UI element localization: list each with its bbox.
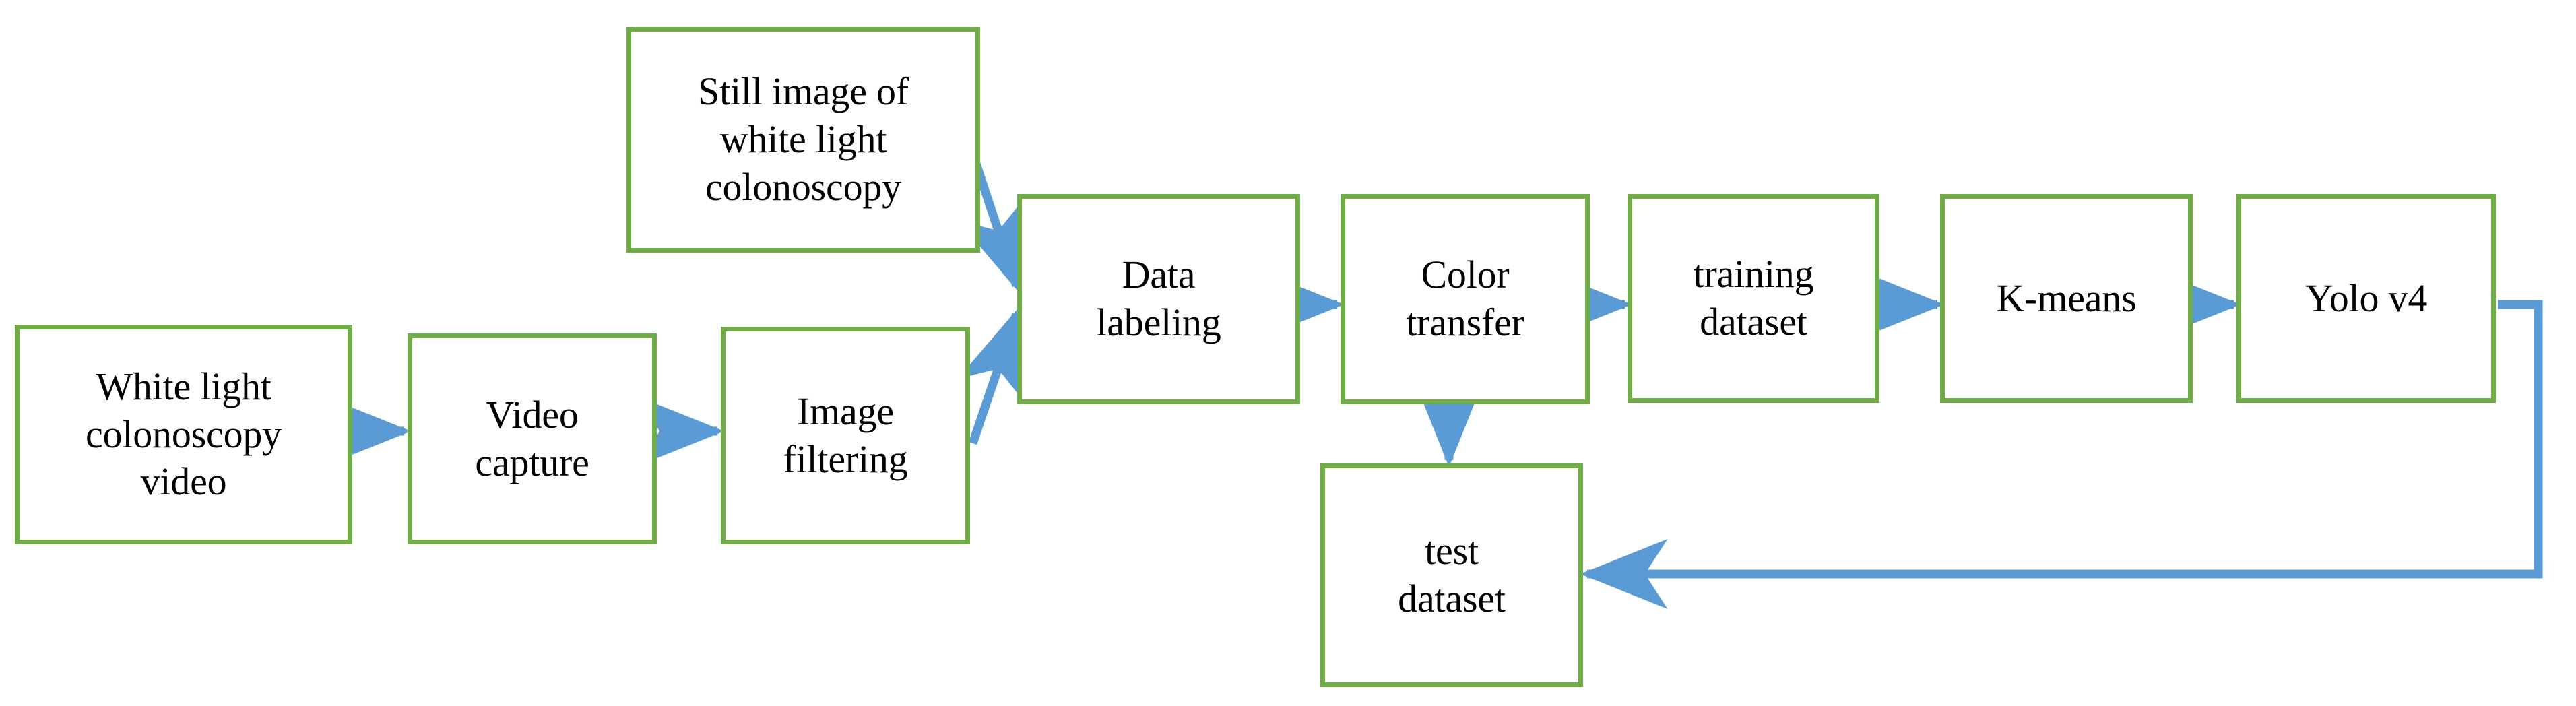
node-label-data-labeling: Data labeling <box>1096 253 1221 344</box>
node-label-k-means: K-means <box>1996 276 2137 320</box>
node-label-test-dataset: test dataset <box>1398 529 1506 620</box>
node-label-image-filtering: Image filtering <box>783 389 908 481</box>
node-label-still-image-of-white-light-colonoscopy: Still image of white light colonoscopy <box>698 69 909 209</box>
node-video-capture[interactable]: Video capture <box>408 333 657 544</box>
node-label-white-light-colonoscopy-video: White light colonoscopy video <box>86 364 282 504</box>
node-label-yolo-v4: Yolo v4 <box>2305 276 2428 320</box>
node-k-means[interactable]: K-means <box>1940 194 2193 403</box>
edge-filtering-to-labeling <box>957 307 1024 445</box>
node-label-training-dataset: training dataset <box>1693 252 1814 344</box>
node-color-transfer[interactable]: Color transfer <box>1341 194 1590 404</box>
node-training-dataset[interactable]: training dataset <box>1628 194 1879 403</box>
node-yolo-v4[interactable]: Yolo v4 <box>2236 194 2496 403</box>
node-white-light-colonoscopy-video[interactable]: White light colonoscopy video <box>15 325 352 544</box>
node-image-filtering[interactable]: Image filtering <box>721 327 970 544</box>
node-label-video-capture: Video capture <box>475 392 589 484</box>
node-still-image-of-white-light-colonoscopy[interactable]: Still image of white light colonoscopy <box>626 27 980 253</box>
node-label-color-transfer: Color transfer <box>1406 253 1524 344</box>
node-data-labeling[interactable]: Data labeling <box>1017 194 1300 404</box>
node-test-dataset[interactable]: test dataset <box>1320 463 1583 687</box>
